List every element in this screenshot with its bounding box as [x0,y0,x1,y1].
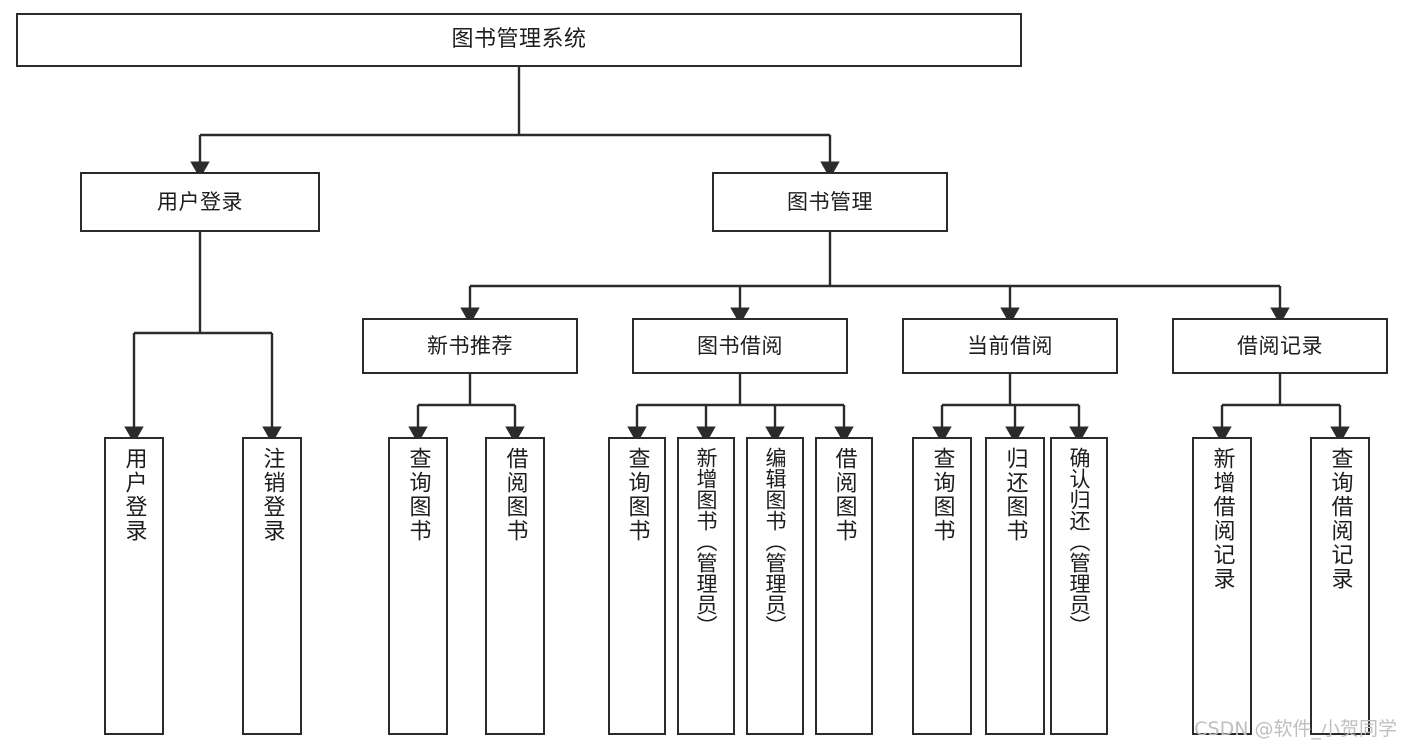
node-leaf-user-login[interactable]: 用户登录 [104,437,164,735]
node-leaf-query-record[interactable]: 查询借阅记录 [1310,437,1370,735]
node-leaf-query-book-1[interactable]: 查询图书 [388,437,448,735]
node-label-leaf-query-book-2: 查询图书 [624,447,650,543]
node-leaf-return-book[interactable]: 归还图书 [985,437,1045,735]
node-user-login[interactable]: 用户登录 [80,172,320,232]
node-leaf-borrow-book-1[interactable]: 借阅图书 [485,437,545,735]
node-book-manage[interactable]: 图书管理 [712,172,948,232]
node-label-book-borrow: 图书借阅 [697,333,783,358]
node-label-leaf-add-record: 新增借阅记录 [1209,447,1235,591]
node-label-leaf-add-book: 新增图书（管理员） [694,447,719,636]
node-label-book-manage: 图书管理 [787,189,873,214]
node-leaf-query-book-2[interactable]: 查询图书 [608,437,666,735]
node-label-leaf-edit-book: 编辑图书（管理员） [763,447,788,636]
node-leaf-edit-book[interactable]: 编辑图书（管理员） [746,437,804,735]
node-leaf-add-record[interactable]: 新增借阅记录 [1192,437,1252,735]
node-book-borrow[interactable]: 图书借阅 [632,318,848,374]
node-label-leaf-user-login: 用户登录 [121,447,147,543]
node-borrow-record[interactable]: 借阅记录 [1172,318,1388,374]
node-label-leaf-user-logout: 注销登录 [259,447,285,543]
node-label-leaf-query-record: 查询借阅记录 [1327,447,1353,591]
node-label-current-borrow: 当前借阅 [967,333,1053,358]
node-label-leaf-query-book-3: 查询图书 [929,447,955,543]
node-current-borrow[interactable]: 当前借阅 [902,318,1118,374]
node-label-leaf-confirm-ret: 确认归还（管理员） [1067,447,1092,636]
node-label-leaf-query-book-1: 查询图书 [405,447,431,543]
node-leaf-borrow-book-2[interactable]: 借阅图书 [815,437,873,735]
node-leaf-query-book-3[interactable]: 查询图书 [912,437,972,735]
node-label-user-login: 用户登录 [157,189,243,214]
node-label-leaf-return-book: 归还图书 [1002,447,1028,543]
node-label-leaf-borrow-book-1: 借阅图书 [502,447,528,543]
node-new-book-rec[interactable]: 新书推荐 [362,318,578,374]
node-label-root: 图书管理系统 [451,27,587,53]
node-leaf-add-book[interactable]: 新增图书（管理员） [677,437,735,735]
node-label-leaf-borrow-book-2: 借阅图书 [831,447,857,543]
node-label-borrow-record: 借阅记录 [1237,333,1323,358]
node-root[interactable]: 图书管理系统 [16,13,1022,67]
node-leaf-user-logout[interactable]: 注销登录 [242,437,302,735]
node-leaf-confirm-ret[interactable]: 确认归还（管理员） [1050,437,1108,735]
node-label-new-book-rec: 新书推荐 [427,333,513,358]
